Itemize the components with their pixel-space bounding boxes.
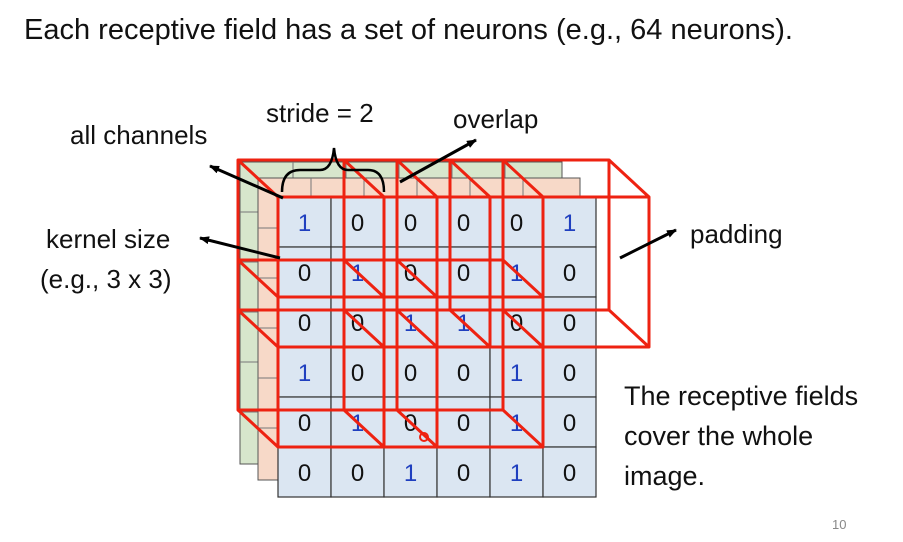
matrix-cell-value: 1 — [510, 460, 523, 487]
matrix-cell-value: 0 — [563, 460, 576, 487]
kernel-size-label: kernel size — [46, 224, 171, 254]
padding-arrow — [619, 228, 677, 260]
overlap-label: overlap — [453, 104, 539, 134]
note-line-2: cover the whole — [624, 421, 814, 451]
matrix-cell-value: 1 — [563, 210, 576, 237]
matrix-cell-value: 1 — [404, 460, 417, 487]
page-number: 10 — [832, 517, 847, 532]
matrix-cell-value: 0 — [563, 410, 576, 437]
matrix-cell-value: 0 — [510, 210, 523, 237]
matrix-cell — [489, 446, 544, 498]
matrix-cell — [436, 446, 491, 498]
matrix-cell-value: 0 — [351, 460, 364, 487]
matrix-cell-value: 1 — [298, 360, 311, 387]
matrix-cell-value: 0 — [563, 260, 576, 287]
matrix-cell-value: 0 — [298, 310, 311, 337]
annotation-arrows — [199, 138, 677, 260]
matrix-cell — [277, 296, 332, 348]
matrix-cell-value: 0 — [298, 460, 311, 487]
matrix-cell — [277, 446, 332, 498]
matrix-cell-value: 0 — [457, 360, 470, 387]
padding-label: padding — [690, 219, 783, 249]
note-line-1: The receptive fields — [624, 381, 859, 411]
kernel-size-arrow — [199, 236, 281, 260]
receptive-fields-note: The receptive fields cover the whole ima… — [624, 376, 858, 496]
matrix-cell-value: 0 — [563, 310, 576, 337]
all-channels-label: all channels — [70, 120, 208, 150]
matrix-cell — [383, 196, 438, 248]
receptive-field-padding — [448, 158, 651, 349]
matrix-cell — [436, 246, 491, 298]
matrix-cell — [542, 246, 597, 298]
matrix-cell — [277, 396, 332, 448]
matrix-cell-value: 1 — [298, 210, 311, 237]
matrix-cell-value: 0 — [457, 210, 470, 237]
receptive-field-b — [342, 158, 545, 349]
matrix-cell — [277, 346, 332, 398]
matrix-cell — [542, 396, 597, 448]
matrix-cell — [542, 446, 597, 498]
matrix-cell-value: 0 — [457, 410, 470, 437]
receptive-field-e — [342, 258, 545, 449]
matrix-cell-value: 0 — [457, 260, 470, 287]
matrix-cell-value: 0 — [404, 210, 417, 237]
matrix-cell — [436, 196, 491, 248]
all-channels-arrow — [209, 164, 284, 200]
receptive-field-a — [236, 158, 439, 349]
cursor-marker — [419, 432, 429, 442]
matrix-cell-value: 0 — [298, 410, 311, 437]
stride-brace — [280, 147, 386, 193]
note-line-3: image. — [624, 461, 706, 491]
overlap-arrow — [399, 138, 477, 184]
matrix-cell-value: 0 — [563, 360, 576, 387]
matrix-cell-value: 0 — [457, 460, 470, 487]
page-title: Each receptive field has a set of neuron… — [24, 14, 793, 46]
stride-label: stride = 2 — [266, 98, 374, 128]
kernel-example-label: (e.g., 3 x 3) — [40, 264, 172, 294]
matrix-cell-value: 1 — [510, 360, 523, 387]
receptive-field-boxes — [236, 158, 651, 449]
receptive-field-d — [236, 258, 439, 449]
matrix-cell-value: 0 — [298, 260, 311, 287]
matrix-cell-value: 0 — [351, 210, 364, 237]
matrix-cell-value: 0 — [404, 360, 417, 387]
matrix-cell-value: 0 — [351, 360, 364, 387]
